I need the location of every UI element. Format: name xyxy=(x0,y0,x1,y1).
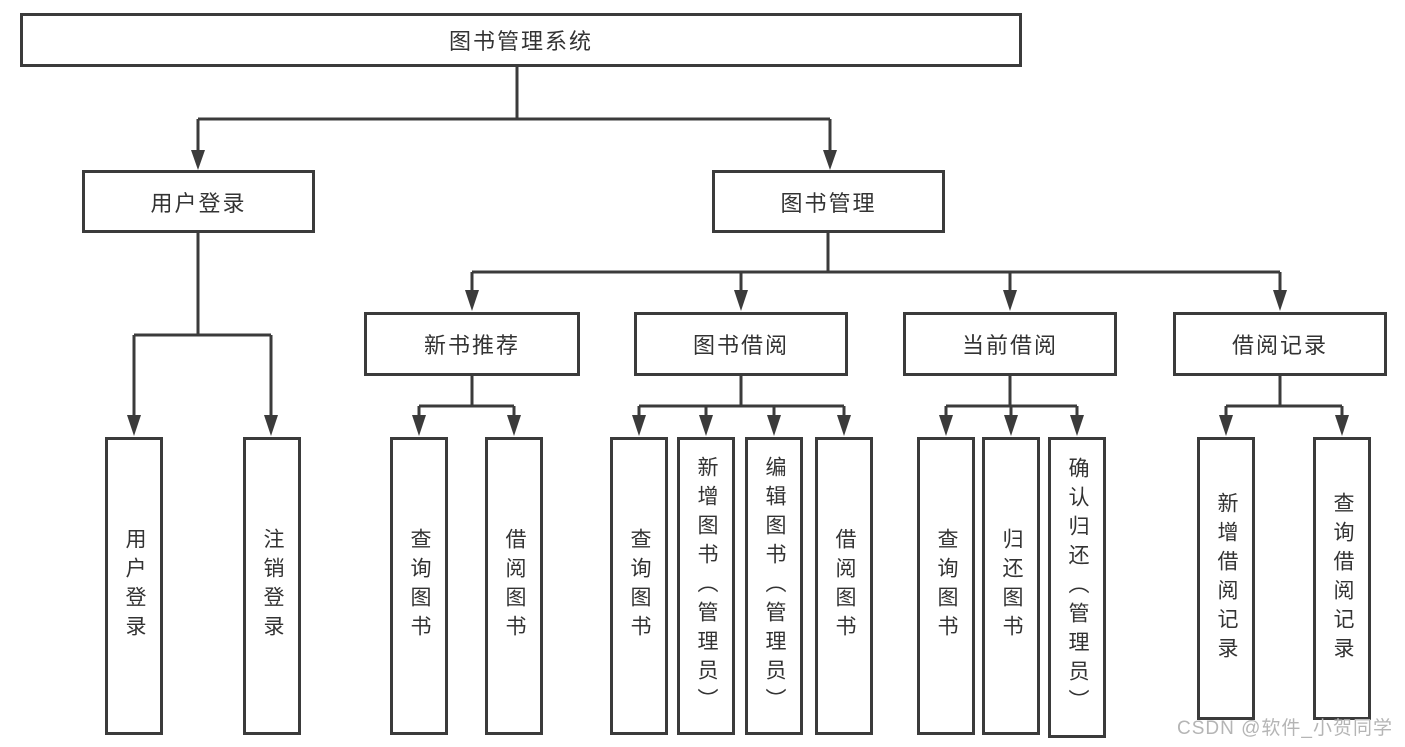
leaf-logout-login: 注销登录 xyxy=(243,437,301,735)
node-user-login: 用户登录 xyxy=(82,170,315,233)
leaf-add-borrowing-record: 新增借阅记录 xyxy=(1197,437,1255,720)
leaf-user-login: 用户登录 xyxy=(105,437,163,735)
leaf-edit-books-admin: 编辑图书（管理员） xyxy=(745,437,803,735)
connector-root-level2 xyxy=(191,67,837,170)
leaf-query-books-recommend: 查询图书 xyxy=(390,437,448,735)
leaf-query-borrowing-record: 查询借阅记录 xyxy=(1313,437,1371,720)
node-book-borrowing: 图书借阅 xyxy=(634,312,848,376)
connector-user-login-children xyxy=(127,233,278,436)
connector-book-management-level3 xyxy=(465,233,1287,311)
leaf-return-books: 归还图书 xyxy=(982,437,1040,735)
connector-borrowing-records-children xyxy=(1219,376,1349,436)
leaf-confirm-return-admin: 确认归还（管理员） xyxy=(1048,437,1106,738)
leaf-query-books-current: 查询图书 xyxy=(917,437,975,735)
connector-book-borrowing-children xyxy=(632,376,851,436)
leaf-borrow-books-recommend: 借阅图书 xyxy=(485,437,543,735)
node-current-borrowing: 当前借阅 xyxy=(903,312,1117,376)
csdn-watermark: CSDN @软件_小贺同学 xyxy=(1177,718,1393,739)
leaf-add-books-admin: 新增图书（管理员） xyxy=(677,437,735,735)
node-borrowing-records: 借阅记录 xyxy=(1173,312,1387,376)
leaf-borrow-books-borrowing: 借阅图书 xyxy=(815,437,873,735)
connector-new-book-children xyxy=(412,376,521,436)
node-library-management-system: 图书管理系统 xyxy=(20,13,1022,67)
leaf-query-books-borrowing: 查询图书 xyxy=(610,437,668,735)
node-book-management: 图书管理 xyxy=(712,170,945,233)
connector-current-borrowing-children xyxy=(939,376,1084,436)
node-new-book-recommendation: 新书推荐 xyxy=(364,312,580,376)
